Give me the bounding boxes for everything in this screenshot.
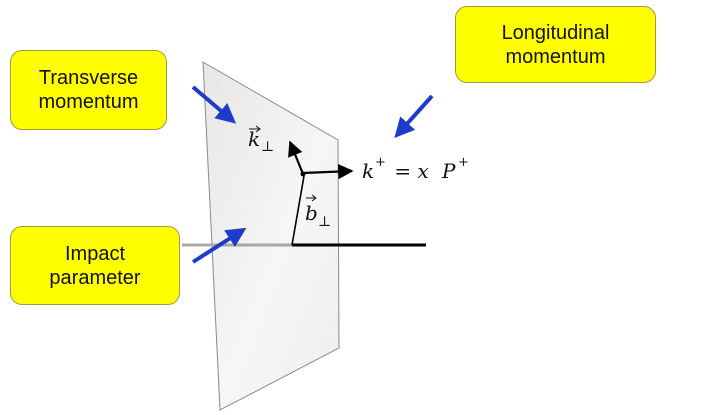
equals-x: = x: [388, 159, 429, 183]
k-plus-vector: [302, 163, 354, 180]
k-perp-vector: [288, 140, 305, 175]
transverse-pointer-arrow: [191, 85, 237, 124]
parton-point: [300, 171, 306, 177]
k-plus-superscript: +: [375, 155, 386, 170]
longitudinal-momentum-callout: Longitudinal momentum: [455, 6, 656, 83]
transverse-momentum-callout: Transverse momentum: [10, 50, 167, 130]
P-superscript: +: [458, 155, 469, 170]
k-perp-letter: k: [248, 127, 260, 151]
k-perp-subscript: ⊥: [261, 139, 274, 155]
k-plus-equation: k + = x P +: [362, 155, 469, 183]
b-perp-label: b ⊥: [305, 194, 331, 230]
impact-pointer-arrow: [191, 227, 247, 264]
longitudinal-pointer-arrow: [394, 94, 434, 138]
transverse-plane: [202, 61, 340, 411]
P-letter: P: [441, 159, 456, 183]
b-perp-letter: b: [305, 201, 318, 225]
b-perp-subscript: ⊥: [318, 214, 331, 230]
k-plus-letter: k: [362, 159, 374, 183]
impact-parameter-callout: Impact parameter: [10, 226, 180, 305]
k-perp-label: k ⊥: [248, 125, 274, 155]
b-perp-vector: [291, 175, 305, 246]
